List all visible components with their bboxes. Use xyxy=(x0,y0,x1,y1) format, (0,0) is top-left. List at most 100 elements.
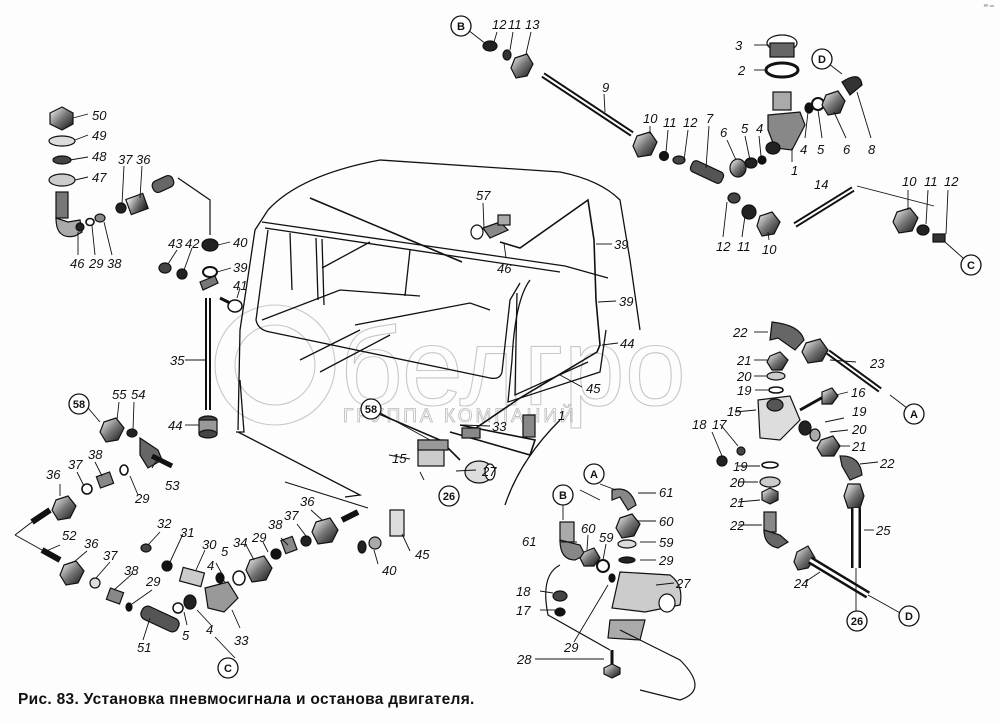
part-label: 11 xyxy=(663,115,677,130)
part-label: 50 xyxy=(92,108,107,123)
part-label: 29 xyxy=(563,640,578,655)
part-label: 36 xyxy=(46,467,61,482)
ref-circle-b: B xyxy=(450,15,472,37)
ref-circle-d: D xyxy=(898,605,920,627)
part-label: 19 xyxy=(733,459,747,474)
part-label: 51 xyxy=(137,640,151,655)
part-label: 61 xyxy=(522,534,536,549)
part-label: 5 xyxy=(182,628,190,643)
part-number-labels: 12 11 13 9 10 11 12 7 6 5 4 1 12 11 10 1… xyxy=(46,17,959,667)
part-label: 21 xyxy=(729,495,744,510)
part-label: 12 xyxy=(492,17,507,32)
part-label: 57 xyxy=(476,188,491,203)
part-label: 28 xyxy=(516,652,532,667)
svg-text:B: B xyxy=(559,490,567,502)
part-label: 37 xyxy=(284,508,299,523)
part-label: 29 xyxy=(134,491,149,506)
part-label: 1 xyxy=(558,408,565,423)
part-label: 40 xyxy=(233,235,248,250)
svg-text:58: 58 xyxy=(365,404,377,416)
part-label: 5 xyxy=(817,142,825,157)
svg-text:26: 26 xyxy=(443,491,455,503)
part-label: 39 xyxy=(614,237,628,252)
svg-text:58: 58 xyxy=(73,399,85,411)
part-label: 27 xyxy=(481,464,497,479)
part-label: 45 xyxy=(415,547,430,562)
part-label: 12 xyxy=(683,115,698,130)
part-label: 38 xyxy=(88,447,103,462)
part-label: 59 xyxy=(599,530,613,545)
part-label: 25 xyxy=(875,523,891,538)
part-label: 10 xyxy=(762,242,777,257)
part-label: 39 xyxy=(619,294,633,309)
part-label: 5 xyxy=(221,544,229,559)
part-label: 13 xyxy=(525,17,540,32)
part-label: 48 xyxy=(92,149,107,164)
part-label: 59 xyxy=(659,535,673,550)
part-label: 36 xyxy=(84,536,99,551)
part-label: 52 xyxy=(62,528,77,543)
part-label: 29 xyxy=(145,574,160,589)
ref-circle-a: A xyxy=(583,463,605,485)
ref-circle-58: 58 xyxy=(360,398,382,420)
part-label: 60 xyxy=(581,521,596,536)
part-label: 36 xyxy=(136,152,151,167)
part-label: 44 xyxy=(620,336,634,351)
part-label: 61 xyxy=(659,485,673,500)
part-label: 29 xyxy=(88,256,103,271)
ref-circle-26: 26 xyxy=(846,610,868,632)
part-label: 37 xyxy=(68,457,83,472)
part-label: 18 xyxy=(692,417,707,432)
part-label: 4 xyxy=(800,142,807,157)
figure-caption: Рис. 83. Установка пневмосигнала и остан… xyxy=(18,691,475,708)
part-label: 46 xyxy=(70,256,85,271)
ref-circle-d: D xyxy=(811,48,833,70)
part-label: 46 xyxy=(497,261,512,276)
part-label: 55 xyxy=(112,387,127,402)
part-label: 11 xyxy=(924,174,938,189)
ref-circle-c: C xyxy=(960,254,982,276)
part-label: 4 xyxy=(206,622,213,637)
svg-text:26: 26 xyxy=(851,616,863,628)
part-label: 20 xyxy=(851,422,867,437)
part-label: 37 xyxy=(118,152,133,167)
part-label: 5 xyxy=(741,121,749,136)
part-label: 12 xyxy=(944,174,959,189)
part-shapes xyxy=(14,34,946,701)
part-label: 54 xyxy=(131,387,145,402)
ref-circle-b: B xyxy=(552,484,574,506)
part-label: 47 xyxy=(92,170,107,185)
part-label: 2 xyxy=(737,63,746,78)
part-label: 15 xyxy=(727,404,742,419)
part-label: 20 xyxy=(736,369,752,384)
leader-lines xyxy=(43,29,964,660)
part-label: 24 xyxy=(793,576,808,591)
truck-cab-outline xyxy=(236,159,641,506)
svg-text:A: A xyxy=(910,409,918,421)
part-label: 33 xyxy=(492,419,507,434)
part-label: 1 xyxy=(791,163,798,178)
circled-references: B D C A D 26 A B 58 58 26 C xyxy=(68,15,982,679)
part-label: 11 xyxy=(508,17,522,32)
part-label: 39 xyxy=(233,260,247,275)
part-label: 18 xyxy=(516,584,531,599)
part-label: 41 xyxy=(233,278,247,293)
part-label: 27 xyxy=(675,576,691,591)
part-label: 36 xyxy=(300,494,315,509)
svg-text:A: A xyxy=(590,469,598,481)
part-label: 35 xyxy=(170,353,185,368)
part-label: 11 xyxy=(737,239,751,254)
part-label: 3 xyxy=(735,38,743,53)
part-label: 31 xyxy=(180,525,194,540)
part-label: 6 xyxy=(720,125,728,140)
watermark-brand: белгро xyxy=(340,306,686,429)
part-label: 29 xyxy=(251,530,266,545)
ref-circle-26: 26 xyxy=(438,485,460,507)
svg-text:B: B xyxy=(457,21,465,33)
part-label: 19 xyxy=(737,383,751,398)
part-label: 10 xyxy=(643,111,658,126)
part-label: 38 xyxy=(268,517,283,532)
part-label: 60 xyxy=(659,514,674,529)
part-label: 38 xyxy=(124,563,139,578)
